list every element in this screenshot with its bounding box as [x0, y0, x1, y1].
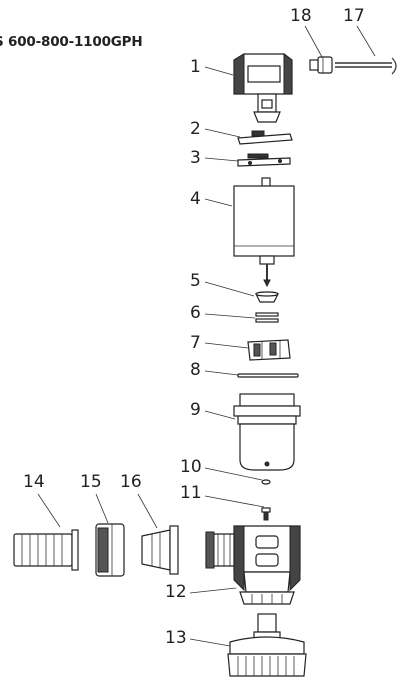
part-label-10: 10	[180, 457, 202, 477]
part-6-ring	[255, 312, 279, 323]
part-13-strainer	[227, 613, 307, 677]
part-label-12: 12	[165, 582, 187, 602]
part-7-impeller	[247, 339, 291, 361]
part-5-cup	[255, 291, 279, 303]
part-label-13: 13	[165, 628, 187, 648]
part-4-motor	[233, 177, 295, 288]
part-label-3: 3	[190, 148, 201, 168]
part-label-16: 16	[120, 472, 142, 492]
part-label-2: 2	[190, 119, 201, 139]
part-label-8: 8	[190, 360, 201, 380]
diagram-title: S 600-800-1100GPH	[0, 34, 143, 50]
part-1-top-cover	[233, 53, 293, 123]
part-14-hose-adapter	[13, 529, 79, 571]
part-label-6: 6	[190, 303, 201, 323]
part-17-power-cord	[335, 57, 397, 75]
part-3-thin-cover	[237, 153, 291, 167]
part-18-plug	[309, 56, 333, 74]
part-label-15: 15	[80, 472, 102, 492]
part-labels: 1 2 3 4 5 6 7 8 9 10 11 12 13 14 15 16 1…	[23, 6, 376, 648]
part-label-1: 1	[190, 57, 201, 77]
part-9-housing	[233, 393, 301, 471]
part-label-18: 18	[290, 6, 312, 26]
part-11-screw	[261, 507, 271, 521]
part-label-5: 5	[190, 271, 201, 291]
part-label-14: 14	[23, 472, 45, 492]
part-2-plate	[237, 130, 293, 145]
part-label-7: 7	[190, 333, 201, 353]
part-label-11: 11	[180, 483, 202, 503]
part-10-washer	[261, 479, 271, 485]
part-16-nozzle	[141, 525, 179, 575]
part-label-4: 4	[190, 189, 201, 209]
part-label-17: 17	[343, 6, 365, 26]
part-12-pump-base	[205, 525, 301, 605]
part-8-seal	[237, 373, 299, 378]
part-15-nut	[95, 523, 125, 577]
part-label-9: 9	[190, 400, 201, 420]
